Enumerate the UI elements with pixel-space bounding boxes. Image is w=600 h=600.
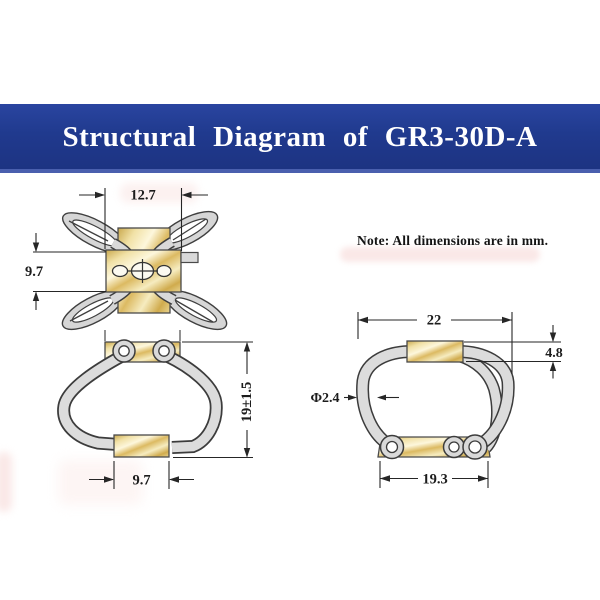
side-view-drawing: 22 4.8 Φ2.4	[310, 311, 569, 488]
dim-label-front-block-width: 9.7	[132, 473, 150, 489]
dim-front-block-width	[89, 461, 194, 489]
dim-side-block-height	[464, 325, 561, 379]
side-wires	[356, 345, 515, 453]
dim-top-width	[79, 188, 208, 251]
dim-label-side-block-height: 4.8	[545, 346, 563, 361]
dim-label-top-height: 9.7	[25, 264, 43, 280]
dim-side-wire-diameter	[344, 394, 399, 401]
front-bottom-block	[113, 434, 170, 458]
dim-label-backing	[417, 311, 451, 328]
dim-label-side-base-width: 19.3	[422, 472, 447, 488]
side-top-block	[406, 340, 464, 363]
side-wire-end-rings	[379, 434, 488, 460]
page-title: Structural Diagram of GR3-30D-A	[62, 121, 538, 153]
dim-label-backing	[238, 374, 255, 430]
units-note: Note: All dimensions are in mm.	[357, 233, 549, 248]
plate-holes	[111, 259, 172, 283]
top-view-drawing: 12.7 9.7	[25, 188, 228, 331]
front-wire	[57, 350, 223, 454]
dim-top-height	[32, 233, 106, 310]
wire-loop-bottom-right	[164, 289, 228, 331]
dim-label-front-height: 19±1.5	[239, 382, 255, 423]
front-view-drawing: 19±1.5 9.7	[57, 330, 255, 489]
dim-label-side-width: 22	[427, 313, 442, 329]
title-banner: Structural Diagram of GR3-30D-A	[0, 104, 600, 173]
side-tab	[180, 251, 199, 264]
dim-label-top-width: 12.7	[130, 188, 155, 204]
dim-label-backing	[418, 470, 452, 486]
dim-label-side-wire-diameter: Φ2.4	[310, 391, 339, 406]
front-wire-end-rings	[112, 339, 176, 363]
dim-label-backing	[539, 345, 569, 359]
